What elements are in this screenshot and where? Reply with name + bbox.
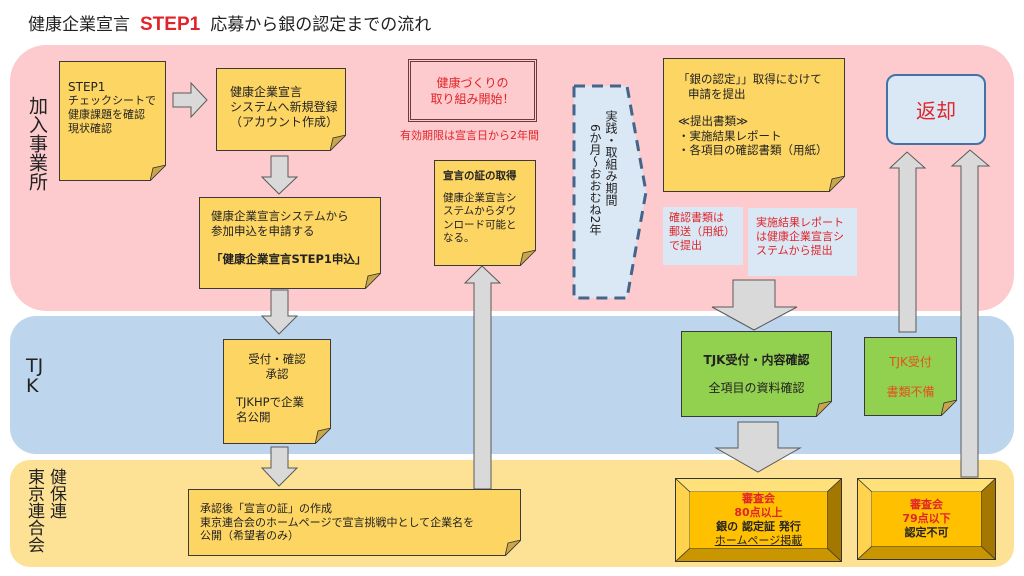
federation-line1: 承認後「宣言の証」の作成	[200, 502, 332, 515]
review-fail-box: 審査会 79点以下 認定不可	[857, 478, 996, 560]
page-fold-icon	[829, 176, 845, 192]
note-mail-line1: 確認書類は	[669, 211, 724, 224]
review-pass-box: 審査会 80点以上 銀の 認定証 発行 ホームページ掲載	[675, 478, 842, 562]
certificate-line2: ステムからダウ	[443, 205, 517, 217]
apply-line1: 健康企業宣言システムから	[211, 209, 349, 223]
federation-line3: 公開（希望者のみ）	[200, 529, 299, 542]
certificate-line4: なる。	[443, 232, 475, 244]
homepage-link[interactable]: ホームページ掲載	[714, 534, 803, 547]
note-system-line3: ステムから提出	[756, 244, 833, 257]
bevel-frame	[676, 479, 841, 561]
certificate-heading: 宣言の証の取得	[443, 170, 517, 182]
note-step1: STEP1 チェックシートで 健康課題を確認 現状確認	[59, 61, 166, 181]
arrow-down-icon	[260, 446, 299, 487]
page-fold-icon	[941, 400, 957, 416]
arrow-up-icon	[463, 265, 502, 490]
arrow-up-icon	[950, 149, 991, 478]
arrow-down-icon	[260, 289, 299, 335]
note-certificate: 宣言の証の取得 健康企業宣言シ ステムからダウ ンロード可能と なる。	[434, 160, 536, 266]
arrow-up-icon	[888, 151, 927, 333]
step1-label: STEP1	[68, 80, 106, 94]
review-fail-line3: 認定不可	[904, 526, 949, 539]
tjk-review-line2: 全項目の資料確認	[708, 381, 805, 395]
register-line1: 健康企業宣言	[230, 85, 303, 99]
federation-line2: 東京連合会のホームページで宣言挑戦中として企業名を	[200, 515, 475, 529]
silver-line2: 申請を提出	[688, 86, 746, 101]
page-fold-icon	[520, 250, 536, 266]
certificate-line1: 健康企業宣言シ	[443, 191, 517, 204]
note-tjk-incomplete: TJK受付 書類不備	[864, 337, 957, 416]
note-mail: 確認書類は 郵送（用紙） で提出	[663, 207, 743, 265]
note-system-line2: は健康企業宣言シ	[756, 230, 844, 243]
certificate-line3: ンロード可能と	[443, 218, 517, 231]
review-pass-line3: 銀の 認定証 発行	[716, 520, 801, 533]
period-col2: 6か月～おおむね2年	[588, 124, 602, 236]
arrow-down-icon	[260, 155, 299, 195]
tjk-accept-line4: 名公開	[236, 410, 271, 424]
note-mail-line2: 郵送（用紙）	[669, 225, 735, 238]
page-fold-icon	[365, 273, 381, 289]
step1-line4: 現状確認	[68, 122, 112, 135]
note-silver: 「銀の認定」」取得にむけて 申請を提出 ≪提出書類≫ ・実施結果レポート ・各項…	[663, 58, 845, 192]
note-system-line1: 実施結果レポート	[756, 216, 844, 229]
page-title: 健康企業宣言 STEP1 応募から銀の認定までの流れ	[28, 10, 431, 36]
page-fold-icon	[315, 428, 331, 444]
title-step: STEP1	[140, 14, 201, 35]
page-fold-icon	[816, 401, 832, 417]
review-fail-line1: 審査会	[910, 498, 943, 511]
tjk-accept-line3: TJKHPで企業	[236, 395, 305, 409]
arrow-down-icon	[711, 279, 798, 331]
silver-line4: ・実施結果レポート	[678, 128, 782, 143]
title-prefix: 健康企業宣言	[28, 15, 130, 35]
title-suffix: 応募から銀の認定までの流れ	[210, 15, 432, 35]
apply-line2: 参加申込を申請する	[211, 224, 315, 238]
validity-text: 有効期限は宣言日から2年間	[400, 129, 539, 142]
lane-label-federation-1: 健保連	[46, 468, 66, 519]
arrow-down-icon	[714, 421, 802, 473]
note-mail-line3: で提出	[669, 239, 702, 252]
lane-label-federation-2: 東京連合会	[24, 468, 44, 553]
note-system: 実施結果レポート は健康企業宣言シ ステムから提出	[748, 208, 857, 276]
period-col1: 実践・取組み期間	[604, 110, 618, 206]
note-apply: 健康企業宣言システムから 参加申込を申請する 「健康企業宣言STEP1申込」	[199, 197, 381, 289]
bevel-frame	[858, 479, 995, 559]
register-line3: （アカウント作成）	[230, 115, 339, 129]
return-box: 返却	[886, 74, 986, 145]
tjk-review-line1: TJK受付・内容確認	[703, 353, 810, 367]
silver-line1: 「銀の認定」」取得にむけて	[678, 72, 822, 86]
note-register: 健康企業宣言 システムへ新規登録 （アカウント作成）	[216, 68, 346, 151]
lane-tjk	[10, 316, 1014, 454]
page-fold-icon	[505, 540, 521, 556]
review-pass-line1: 審査会	[742, 492, 775, 505]
tjk-incomplete-line1: TJK受付	[889, 354, 932, 369]
note-tjk-accept: 受付・確認 承認 TJKHPで企業 名公開	[223, 339, 331, 444]
start-line1: 健康づくりの	[436, 75, 509, 90]
page-fold-icon	[150, 165, 166, 181]
tjk-incomplete-line2: 書類不備	[886, 384, 935, 399]
start-box: 健康づくりの 取り組み開始！	[408, 59, 537, 122]
arrow-right-icon	[172, 81, 208, 119]
note-federation: 承認後「宣言の証」の作成 東京連合会のホームページで宣言挑戦中として企業名を 公…	[188, 489, 521, 556]
page-fold-icon	[330, 135, 346, 151]
note-tjk-review: TJK受付・内容確認 全項目の資料確認	[681, 331, 832, 417]
lane-label-tjk: TJK	[26, 355, 44, 397]
lane-label-member: 加入事業所	[26, 96, 48, 191]
register-line2: システムへ新規登録	[230, 100, 338, 114]
tjk-accept-line2: 承認	[265, 367, 289, 381]
apply-line3: 「健康企業宣言STEP1申込」	[211, 252, 367, 266]
review-fail-line2: 79点以下	[902, 512, 951, 525]
silver-line5: ・各項目の確認書類（用紙）	[678, 143, 828, 157]
period-shape	[572, 84, 648, 300]
tjk-accept-line1: 受付・確認	[248, 352, 306, 366]
start-line2: 取り組み開始！	[430, 91, 515, 106]
step1-line2: チェックシートで	[68, 94, 156, 107]
review-pass-line2: 80点以上	[734, 506, 783, 519]
silver-line3: ≪提出書類≫	[678, 114, 749, 128]
step1-line3: 健康課題を確認	[68, 108, 145, 121]
